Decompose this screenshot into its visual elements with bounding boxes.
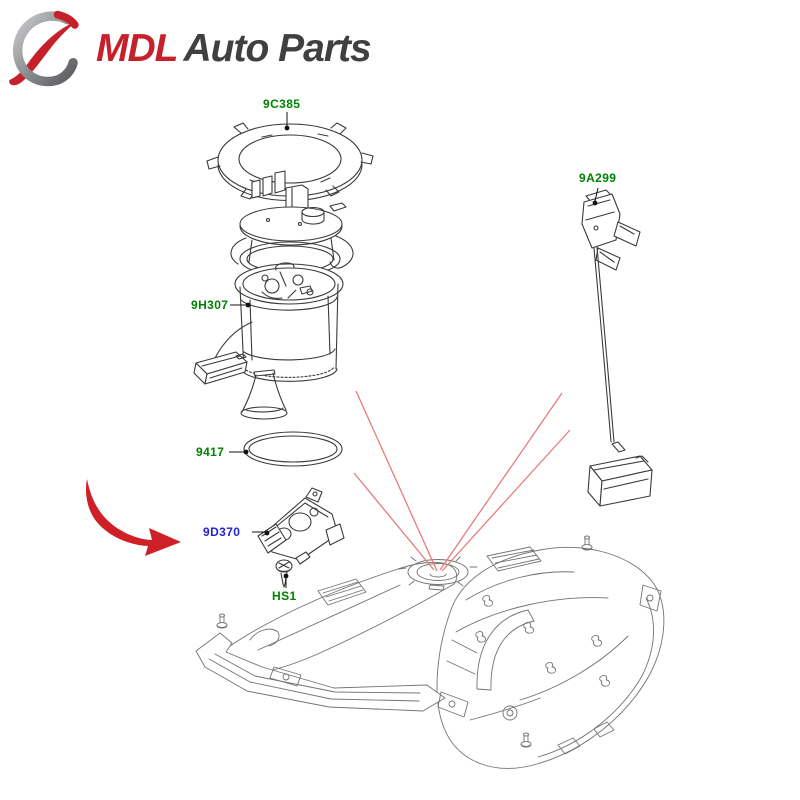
hatched-patch-right [486,546,542,572]
fuel-tank-drawing [195,535,665,769]
part-label-HS1: HS1 [272,589,297,603]
part-label-9417: 9417 [196,445,225,459]
seal-ring-drawing [243,431,343,467]
red-pointer-lines [353,390,571,572]
hatched-patch-left [317,578,367,606]
fuel-pump-module-drawing [193,170,354,420]
part-label-9D370: 9D370 [203,525,241,539]
brand-name-rest: Auto Parts [183,27,371,70]
fuel-level-sender-drawing [581,189,653,507]
part-label-9C385: 9C385 [263,97,301,111]
brand-name-mdl: MDL [96,27,178,70]
red-arrow [86,479,181,556]
tank-opening-ring [398,556,478,591]
screw-drawing [275,559,293,588]
control-module-drawing [257,487,345,565]
tank-stud [216,613,228,629]
logo-swirl-icon [9,10,79,87]
part-label-9A299: 9A299 [579,171,617,185]
leader-lines [229,112,599,588]
part-label-9H307: 9H307 [191,298,229,312]
